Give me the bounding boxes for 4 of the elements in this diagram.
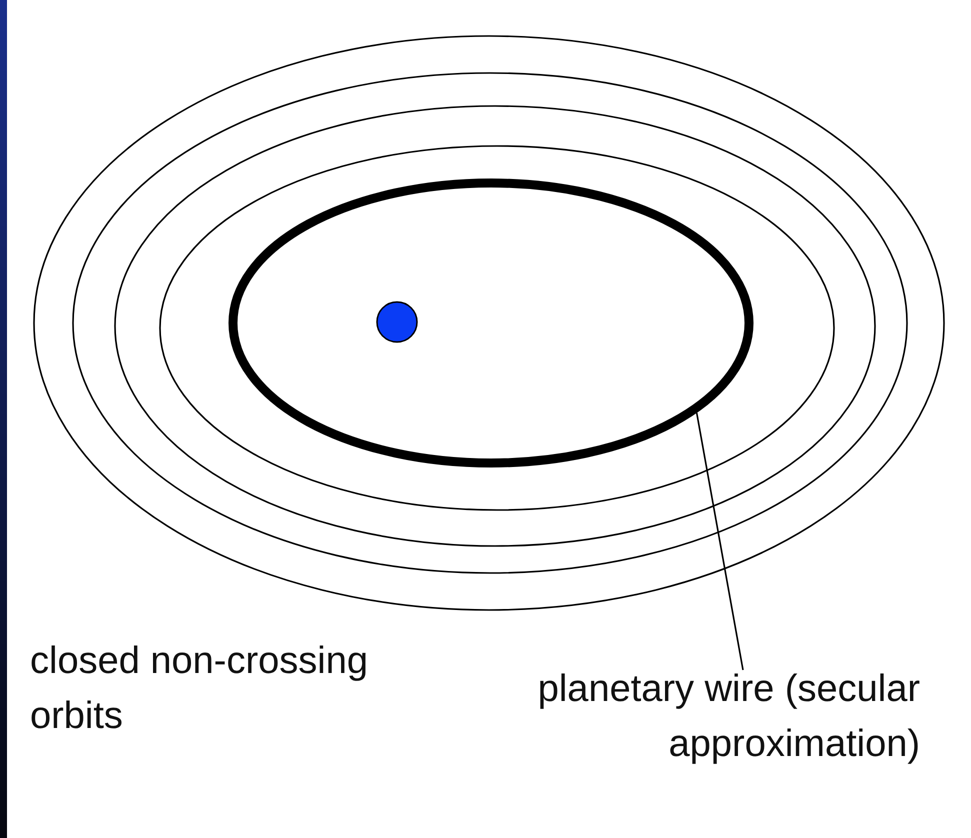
planetary-wire-ellipse: [228, 178, 754, 468]
callout-text: planetary wire (secular approximation): [538, 668, 920, 765]
leader-line: [696, 412, 744, 670]
orbit-label: closed non-crossing orbits: [30, 639, 369, 739]
